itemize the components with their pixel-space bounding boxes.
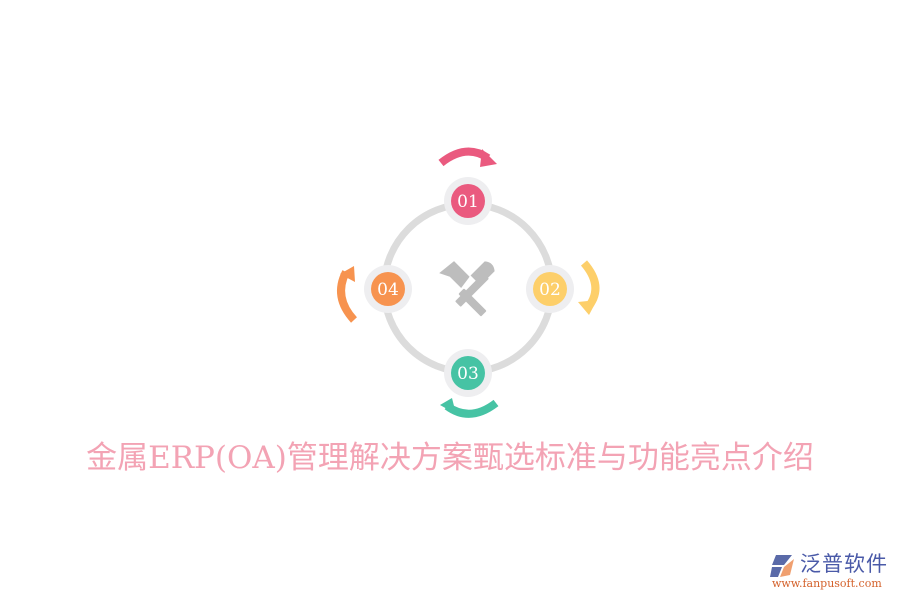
page-title: 金属ERP(OA)管理解决方案甄选标准与功能亮点介绍 <box>86 440 814 476</box>
arrow-step-01-icon <box>438 147 497 167</box>
step-label-01: 01 <box>457 192 479 212</box>
crossed-hammers-icon <box>439 261 495 317</box>
brand-url: www.fanpusoft.com <box>772 577 882 590</box>
step-node-04: 04 <box>364 265 412 313</box>
fanpu-logo-icon <box>770 555 794 577</box>
step-node-03: 03 <box>444 349 492 397</box>
step-node-02: 02 <box>526 265 574 313</box>
brand-name: 泛普软件 <box>800 552 888 576</box>
brand-logo[interactable]: 泛普软件 www.fanpusoft.com <box>768 551 896 595</box>
arrow-step-03-icon <box>440 398 499 418</box>
arrow-step-04-icon <box>337 266 358 323</box>
arrow-step-02-icon <box>578 260 600 315</box>
step-label-03: 03 <box>457 364 479 384</box>
step-label-02: 02 <box>539 280 561 300</box>
step-label-04: 04 <box>377 280 399 300</box>
step-node-01: 01 <box>444 177 492 225</box>
